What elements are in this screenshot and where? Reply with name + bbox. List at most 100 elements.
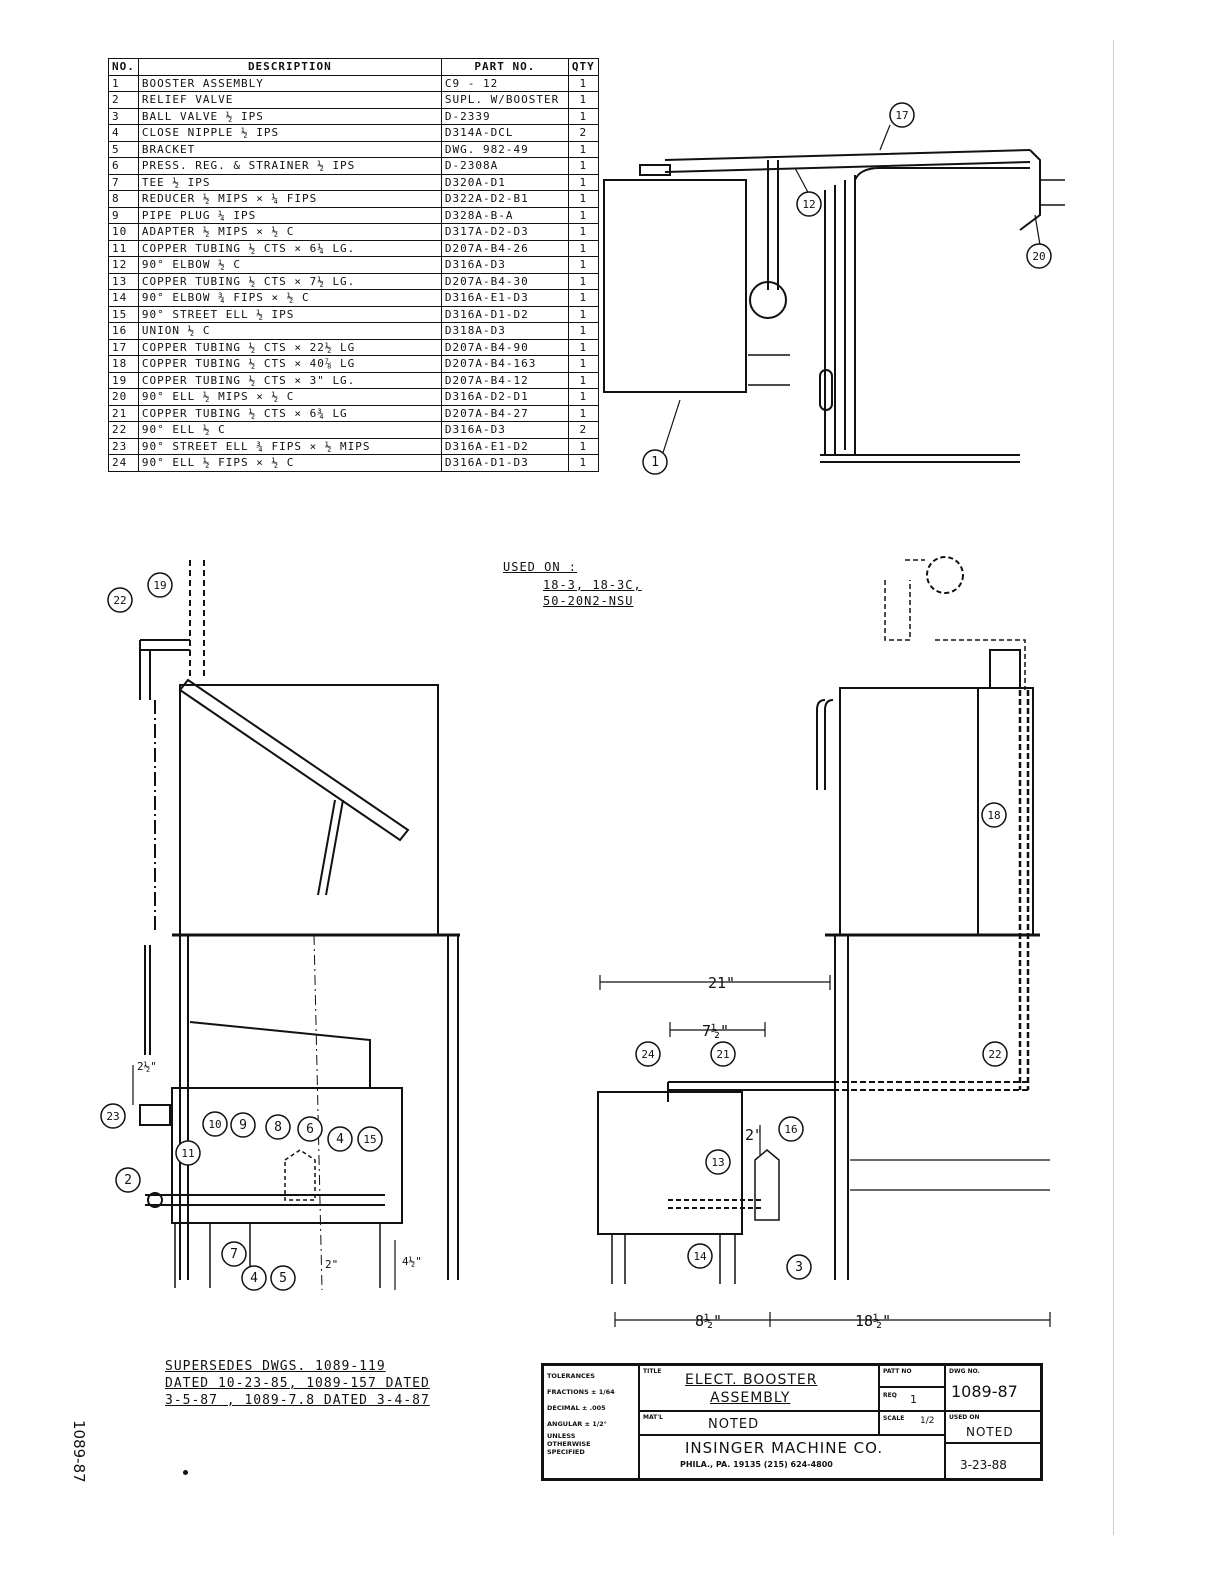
callout-label: 17 <box>895 109 908 122</box>
booster-tank-top-view <box>603 179 747 393</box>
stub-top <box>748 354 790 386</box>
cell-no: 18 <box>108 355 139 373</box>
req-value: 1 <box>910 1393 917 1406</box>
dwg-label: DWG NO. <box>949 1368 980 1375</box>
pipe-exit-top <box>1040 179 1065 206</box>
base-line-top <box>820 454 1020 463</box>
used-on-note: USED ON : 18-3, 18-3C, 50-20N2-NSU <box>503 560 642 608</box>
angled-panel-left <box>189 1021 371 1088</box>
company-address: PHILA., PA. 19135 (215) 624-4800 <box>680 1460 833 1469</box>
tube-curve-top <box>854 167 1030 181</box>
tube-21-right <box>668 1081 833 1091</box>
table-edges-right <box>850 1159 1050 1191</box>
callout-circle <box>147 572 173 598</box>
callout-circle <box>230 1112 256 1138</box>
callout-13: 13 <box>705 1149 731 1175</box>
callout-circle <box>981 802 1007 828</box>
frame-lines-top <box>824 175 856 455</box>
relief-pipe-left <box>144 945 151 1055</box>
cell-no: 17 <box>108 338 139 356</box>
booster-box-right <box>597 1091 743 1235</box>
arm-support-left <box>317 799 344 896</box>
callout-circle <box>270 1265 296 1291</box>
dwg-value: 1089-87 <box>951 1382 1018 1401</box>
dim-label-2-left: 2" <box>325 1258 338 1271</box>
callout-16: 16 <box>778 1116 804 1142</box>
tolerances-cell: TOLERANCES FRACTIONS ± 1/64 DECIMAL ± .0… <box>543 1365 639 1479</box>
dim-label-2: 2" <box>745 1126 763 1144</box>
used-on-tb-label: USED ON <box>949 1414 980 1421</box>
callout-label: 19 <box>153 579 166 592</box>
callout-18: 18 <box>981 802 1007 828</box>
title-cell: TITLE ELECT. BOOSTER ASSEMBLY <box>639 1365 879 1411</box>
callout-19: 19 <box>147 572 173 598</box>
callout-circle <box>107 587 133 613</box>
callout-12: 12 <box>796 191 822 217</box>
used-on-models-1: 18-3, 18-3C, <box>543 578 642 592</box>
used-on-tb-value: NOTED <box>966 1425 1014 1439</box>
scale-label: SCALE <box>883 1415 905 1422</box>
callout-label: 4 <box>336 1132 344 1147</box>
dim-8-half <box>614 1312 771 1327</box>
dimension-lines <box>132 975 1051 1327</box>
callout-label: 1 <box>651 455 659 470</box>
drawing-date: 3-23-88 <box>960 1458 1007 1472</box>
upper-cabinet-left <box>179 684 439 936</box>
tube-end-left <box>147 1192 163 1208</box>
callout-circle <box>221 1241 247 1267</box>
callout-circle <box>297 1116 323 1142</box>
callout-label: 2 <box>124 1173 132 1188</box>
callout-10: 10 <box>202 1111 228 1137</box>
callout-circle <box>100 1103 126 1129</box>
callout-8: 8 <box>265 1114 291 1140</box>
used-on-label: USED ON : <box>503 560 578 574</box>
company-cell: INSINGER MACHINE CO. PHILA., PA. 19135 (… <box>639 1435 945 1479</box>
stray-mark <box>183 1470 188 1475</box>
slanted-arm-left <box>178 678 410 842</box>
cell-part-no: D207A-B4-90 <box>440 338 569 356</box>
callout-circle <box>710 1041 736 1067</box>
callout-circle <box>327 1126 353 1152</box>
dim-label-7-half: 7½" <box>702 1022 729 1040</box>
vertical-pipe-left <box>189 560 205 680</box>
dim-21 <box>599 975 831 990</box>
callout-label: 11 <box>181 1147 194 1160</box>
tolerances-unless: UNLESS <box>547 1432 576 1440</box>
callout-label: 12 <box>802 198 815 211</box>
header-part-no: PART NO. <box>440 58 569 76</box>
callout-label: 9 <box>239 1118 247 1133</box>
callout-circle <box>982 1041 1008 1067</box>
callout-circle <box>778 1116 804 1142</box>
callout-5: 5 <box>270 1265 296 1291</box>
callout-label: 10 <box>208 1118 221 1131</box>
top-block-right <box>989 649 1021 689</box>
callout-23: 23 <box>100 1103 126 1129</box>
dim-18-half <box>770 1312 1051 1327</box>
callout-label: 5 <box>279 1271 287 1286</box>
callout-4: 4 <box>241 1265 267 1291</box>
box-legs-left <box>174 1223 381 1288</box>
cell-description: BALL VALVE ½ IPS <box>137 107 442 125</box>
callout-label: 22 <box>113 594 126 607</box>
dim-label-2-half-left: 2½" <box>137 1060 157 1073</box>
top-view <box>603 124 1065 463</box>
callout-label: 6 <box>306 1122 314 1137</box>
cell-no: 14 <box>108 289 139 307</box>
callout-label: 13 <box>711 1156 724 1169</box>
center-axis-left <box>313 934 323 1291</box>
booster-box-left <box>171 1087 403 1224</box>
used-on-cell: USED ON NOTED <box>945 1411 1041 1443</box>
dim-7-half <box>669 1022 766 1037</box>
leader-1 <box>659 399 681 463</box>
